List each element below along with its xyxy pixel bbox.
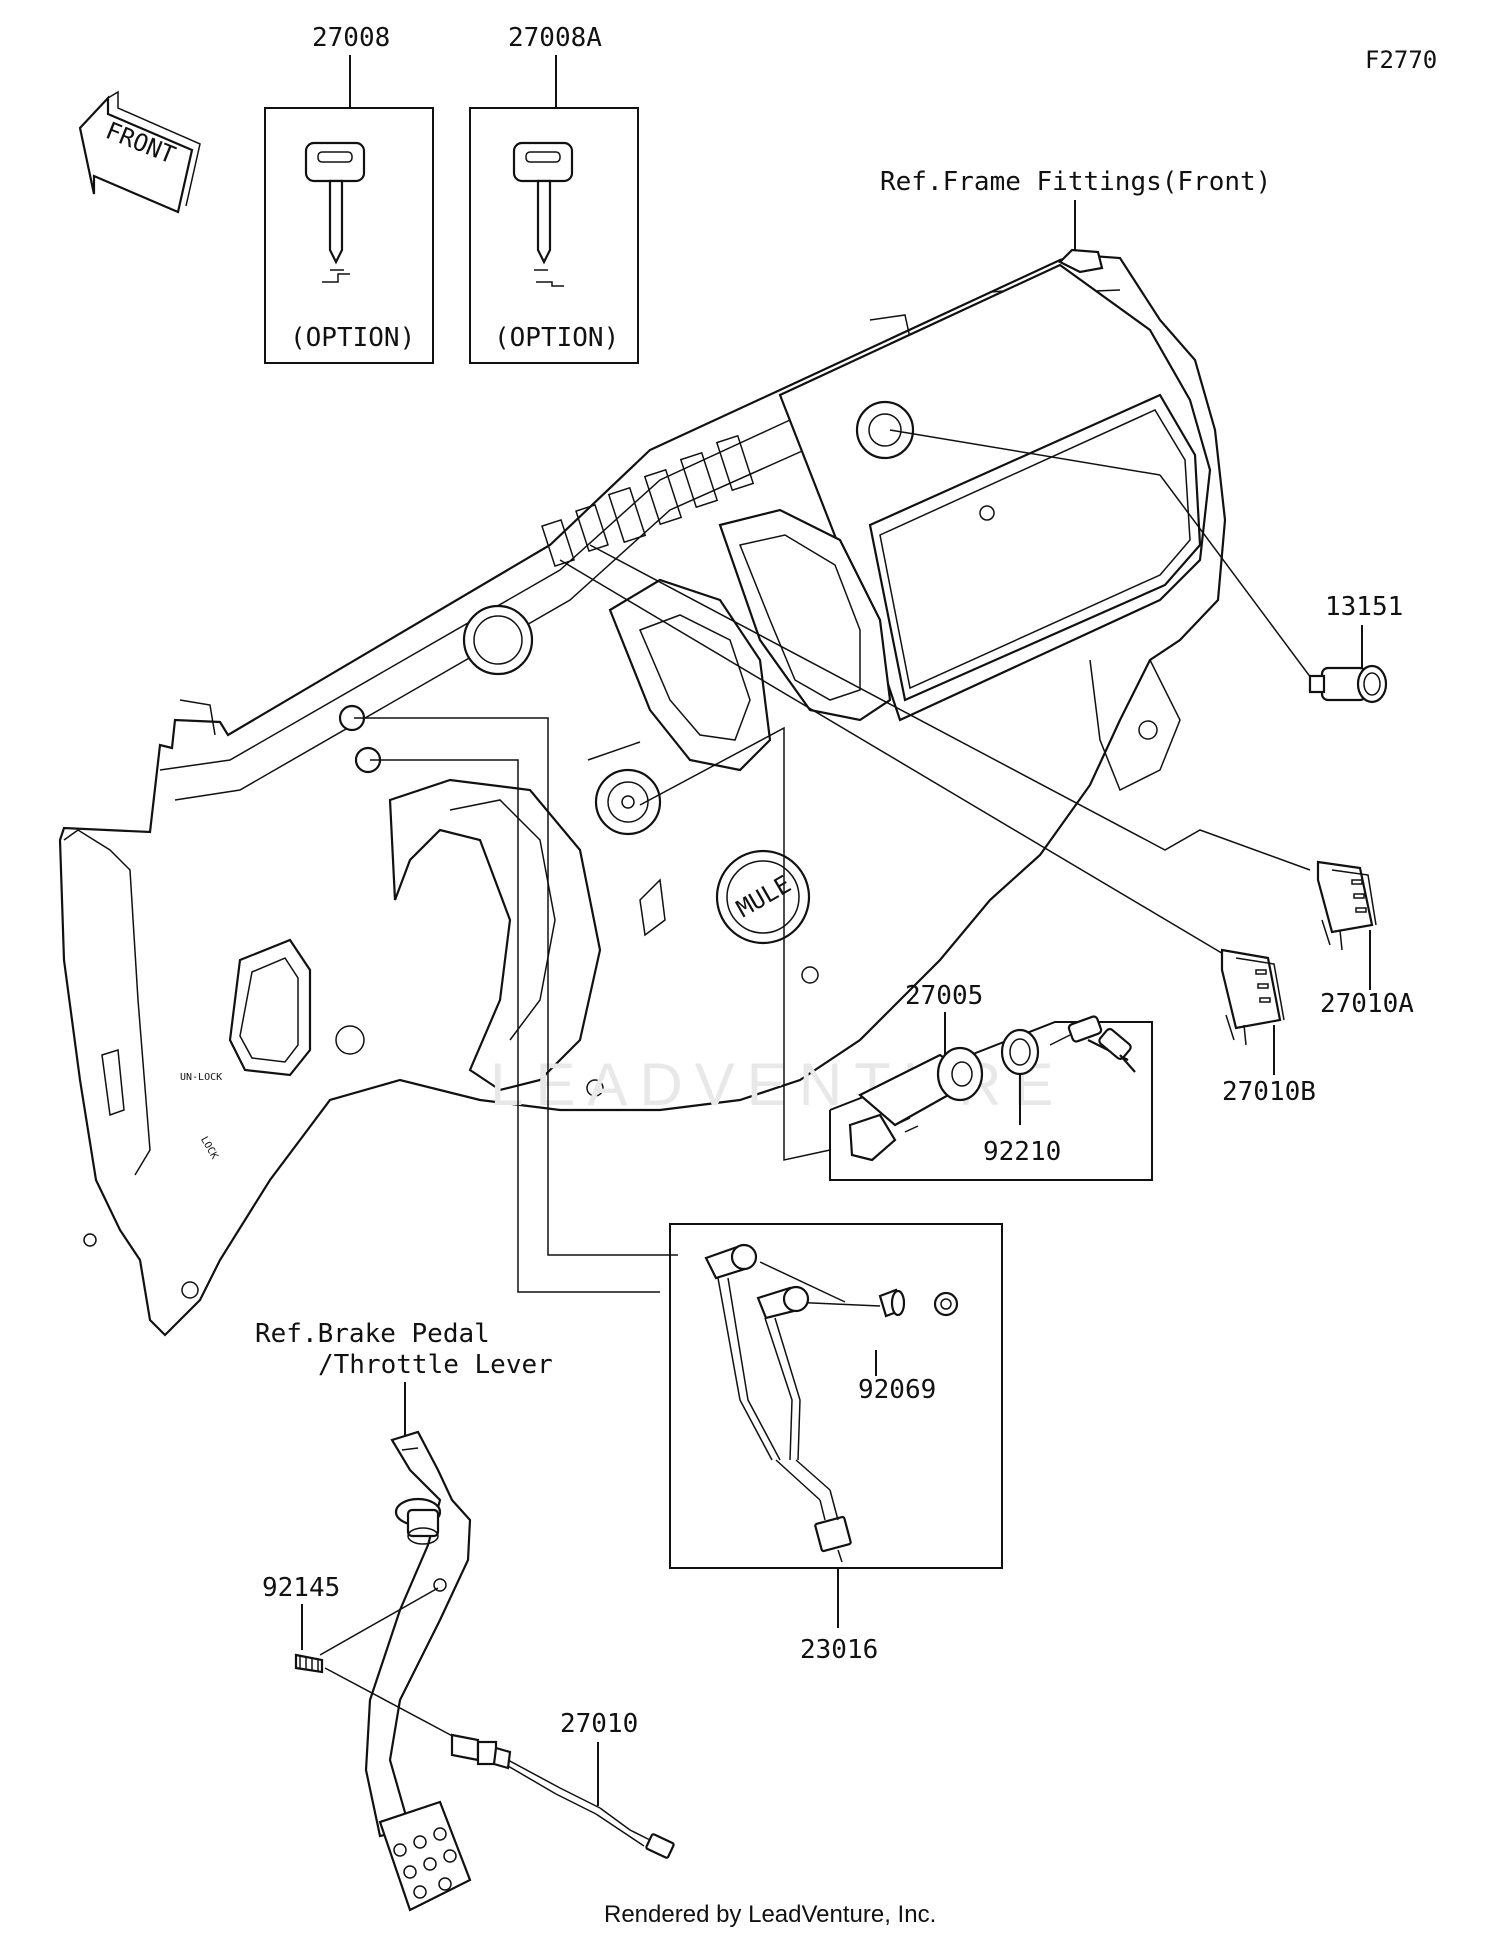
key-27008a-icon — [512, 141, 574, 287]
brake-pedal-group: Ref.Brake Pedal /Throttle Lever 92145 — [255, 1319, 675, 1912]
part-number-23016: 23016 — [800, 1635, 878, 1665]
footer-credit: Rendered by LeadVenture, Inc. — [604, 1901, 936, 1928]
nut-92210-icon — [1000, 1028, 1040, 1076]
figure-code: F2770 — [1365, 46, 1437, 74]
brake-switch-27010-icon — [450, 1733, 675, 1859]
bulb-92069-icon — [878, 1288, 906, 1318]
part-number-27008a: 27008A — [508, 23, 602, 53]
power-socket-icon — [1308, 664, 1388, 704]
dashboard-panel: MULE UN-LOCK LOCK — [58, 248, 1227, 1337]
indicator-harness-box — [669, 1223, 1003, 1569]
rocker-switch-27010a-icon — [1316, 860, 1377, 951]
part-13151: 13151 — [889, 429, 1403, 704]
ref-frame-fittings: Ref.Frame Fittings(Front) — [880, 167, 1271, 197]
part-number-92145: 92145 — [262, 1573, 340, 1603]
spring-92145-icon — [294, 1653, 324, 1674]
key-27008a-box — [469, 107, 639, 364]
ref-brake-pedal: Ref.Brake Pedal — [255, 1319, 490, 1349]
option-label-27008a: (OPTION) — [494, 323, 619, 353]
part-23016-group: 92069 23016 — [354, 717, 1003, 1665]
mule-emblem: MULE — [715, 849, 811, 945]
front-arrow-icon: FRONT — [78, 90, 201, 214]
part-number-27008: 27008 — [312, 23, 390, 53]
keys-pair-icon — [1049, 1015, 1136, 1073]
indicator-harness-icon — [704, 1243, 852, 1563]
option-label-27008: (OPTION) — [290, 323, 415, 353]
rocker-switch-27010b-icon — [1220, 948, 1285, 1046]
part-27010a: 27010A — [589, 544, 1414, 1019]
unlock-label: UN-LOCK — [180, 1072, 222, 1083]
part-number-27010a: 27010A — [1320, 989, 1414, 1019]
ignition-switch-icon — [848, 1046, 984, 1162]
part-number-13151: 13151 — [1325, 592, 1403, 622]
part-number-27010: 27010 — [560, 1709, 638, 1739]
part-27005-group: 27005 92210 — [639, 726, 1153, 1181]
part-number-92069: 92069 — [858, 1375, 936, 1405]
part-27010b: 27010B — [559, 559, 1316, 1107]
grommet-icon — [933, 1291, 959, 1317]
part-number-27010b: 27010B — [1222, 1077, 1316, 1107]
key-27008a-group: 27008A (OPTION) — [469, 23, 639, 364]
ref-throttle-lever: /Throttle Lever — [318, 1350, 553, 1380]
key-27008-group: 27008 (OPTION) — [264, 23, 434, 364]
part-number-92210: 92210 — [983, 1137, 1061, 1167]
key-27008-box — [264, 107, 434, 364]
part-number-27005: 27005 — [905, 981, 983, 1011]
key-27008-icon — [304, 141, 366, 283]
brake-pedal-icon — [364, 1430, 472, 1912]
